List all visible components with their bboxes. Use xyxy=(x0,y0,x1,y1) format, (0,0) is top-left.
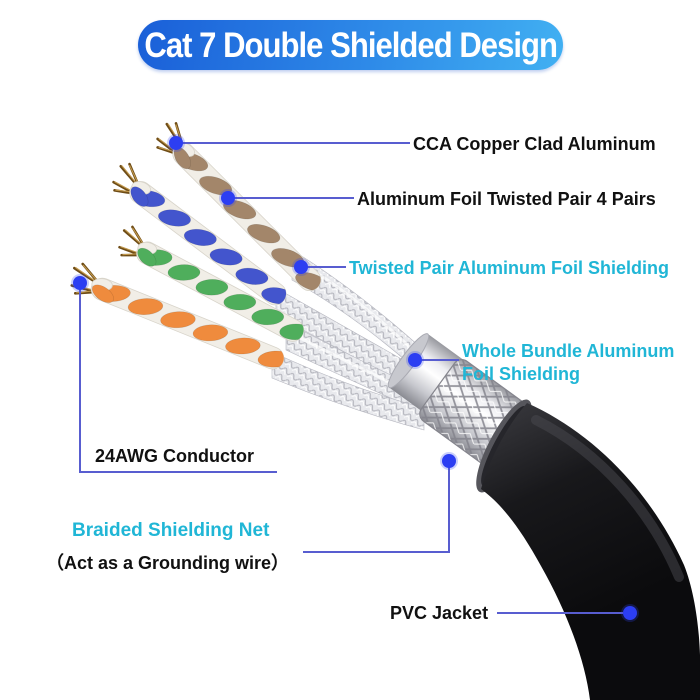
title-banner: Cat 7 Double Shielded Design xyxy=(138,20,563,70)
label-whole-bundle-line2: Foil Shielding xyxy=(462,364,580,384)
label-twisted-pair-shielding: Twisted Pair Aluminum Foil Shielding xyxy=(349,258,670,278)
pvc-jacket-shape xyxy=(481,403,700,700)
label-whole-bundle: Whole Bundle Aluminum Foil Shielding xyxy=(462,340,674,386)
label-conductor: 24AWG Conductor xyxy=(95,446,255,466)
leader-dot-bundle xyxy=(408,353,422,367)
title-text: Cat 7 Double Shielded Design xyxy=(144,24,558,65)
leader-dot-foil-pairs xyxy=(221,191,235,205)
leader-lines xyxy=(79,142,623,614)
leader-dot-pvc xyxy=(623,606,637,620)
label-braided-note: （Act as a Grounding wire） xyxy=(46,553,290,573)
label-cca: CCA Copper Clad Aluminum xyxy=(413,134,656,154)
leader-dot-conductor xyxy=(73,276,87,290)
label-whole-bundle-line1: Whole Bundle Aluminum xyxy=(462,341,675,361)
label-foil-pairs: Aluminum Foil Twisted Pair 4 Pairs xyxy=(357,189,656,209)
leader-dot-twisted-shielding xyxy=(294,260,308,274)
foil-strips xyxy=(271,249,431,431)
leader-dot-braided xyxy=(442,454,456,468)
label-pvc-jacket: PVC Jacket xyxy=(390,603,489,623)
leader-dots xyxy=(71,134,639,622)
label-braided-net: Braided Shielding Net xyxy=(72,520,270,541)
leader-dot-cca xyxy=(169,136,183,150)
